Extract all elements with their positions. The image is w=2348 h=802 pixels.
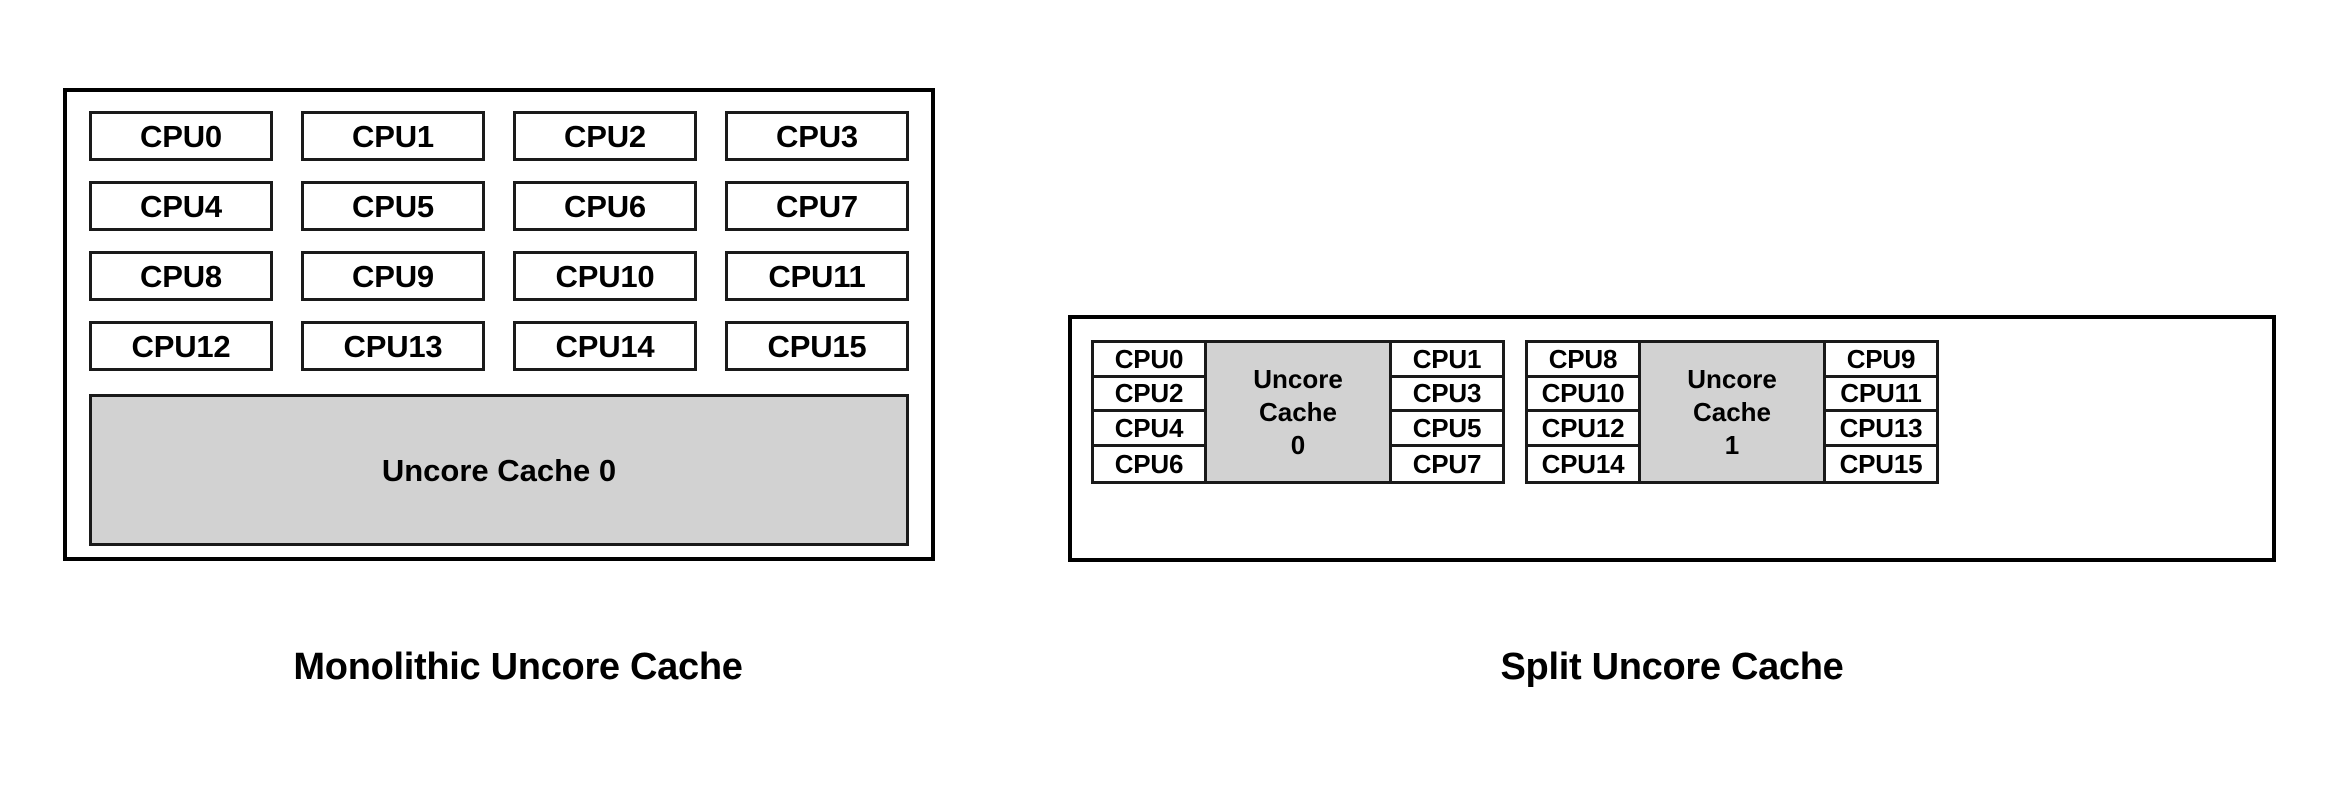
cpu-cell-c1-r3: CPU15 [1826, 446, 1936, 481]
cpu-box-8: CPU8 [89, 251, 273, 301]
cpu-box-4: CPU4 [89, 181, 273, 231]
split-cache-1-line-1: Uncore [1687, 364, 1777, 394]
monolithic-uncore-cache-panel: CPU0 CPU1 CPU2 CPU3 CPU4 CPU5 CPU6 CPU7 … [63, 88, 935, 561]
split-uncore-cache-block-1: Uncore Cache 1 [1638, 343, 1826, 481]
cpu-box-11: CPU11 [725, 251, 909, 301]
cpu-cell-c0-r2: CPU5 [1392, 412, 1502, 447]
monolithic-uncore-cache-block: Uncore Cache 0 [89, 394, 909, 546]
cpu-box-2: CPU2 [513, 111, 697, 161]
cpu-box-12: CPU12 [89, 321, 273, 371]
cpu-cell-c0-l0: CPU0 [1094, 343, 1204, 378]
split-cluster-1: CPU8 CPU10 CPU12 CPU14 Uncore Cache 1 CP… [1525, 340, 1939, 484]
cpu-cell-c1-r1: CPU11 [1826, 377, 1936, 412]
split-cluster-1-right-column: CPU9 CPU11 CPU13 CPU15 [1826, 343, 1936, 481]
cpu-box-1: CPU1 [301, 111, 485, 161]
monolithic-cpu-grid: CPU0 CPU1 CPU2 CPU3 CPU4 CPU5 CPU6 CPU7 … [89, 111, 909, 371]
split-uncore-cache-block-0: Uncore Cache 0 [1204, 343, 1392, 481]
cpu-box-5: CPU5 [301, 181, 485, 231]
cpu-cell-c0-l3: CPU6 [1094, 446, 1204, 481]
split-cluster-0: CPU0 CPU2 CPU4 CPU6 Uncore Cache 0 CPU1 … [1091, 340, 1505, 484]
split-cache-1-line-2: Cache [1692, 397, 1772, 427]
cpu-cell-c1-r2: CPU13 [1826, 412, 1936, 447]
cpu-cell-c0-r1: CPU3 [1392, 377, 1502, 412]
cpu-box-6: CPU6 [513, 181, 697, 231]
cpu-cell-c0-l2: CPU4 [1094, 412, 1204, 447]
cpu-box-10: CPU10 [513, 251, 697, 301]
cpu-cell-c1-l2: CPU12 [1528, 412, 1638, 447]
split-cache-0-line-2: Cache [1258, 397, 1338, 427]
split-uncore-cache-panel: CPU0 CPU2 CPU4 CPU6 Uncore Cache 0 CPU1 … [1068, 315, 2276, 562]
cpu-cell-c1-l0: CPU8 [1528, 343, 1638, 378]
split-cluster-0-left-column: CPU0 CPU2 CPU4 CPU6 [1094, 343, 1204, 481]
split-cluster-row: CPU0 CPU2 CPU4 CPU6 Uncore Cache 0 CPU1 … [1091, 340, 1939, 484]
monolithic-caption: Monolithic Uncore Cache [293, 646, 743, 688]
cpu-box-9: CPU9 [301, 251, 485, 301]
split-caption: Split Uncore Cache [1500, 646, 1844, 688]
cpu-cell-c0-l1: CPU2 [1094, 377, 1204, 412]
split-cache-1-line-3: 1 [1724, 430, 1740, 460]
cpu-cell-c1-r0: CPU9 [1826, 343, 1936, 378]
cpu-cell-c1-l3: CPU14 [1528, 446, 1638, 481]
cpu-cell-c1-l1: CPU10 [1528, 377, 1638, 412]
cpu-cell-c0-r3: CPU7 [1392, 446, 1502, 481]
cpu-box-3: CPU3 [725, 111, 909, 161]
split-cluster-1-left-column: CPU8 CPU10 CPU12 CPU14 [1528, 343, 1638, 481]
split-cache-0-line-3: 0 [1290, 430, 1306, 460]
cpu-box-15: CPU15 [725, 321, 909, 371]
cpu-box-14: CPU14 [513, 321, 697, 371]
cpu-cell-c0-r0: CPU1 [1392, 343, 1502, 378]
cpu-box-7: CPU7 [725, 181, 909, 231]
cpu-box-13: CPU13 [301, 321, 485, 371]
split-cluster-0-right-column: CPU1 CPU3 CPU5 CPU7 [1392, 343, 1502, 481]
cpu-box-0: CPU0 [89, 111, 273, 161]
split-cache-0-line-1: Uncore [1253, 364, 1343, 394]
